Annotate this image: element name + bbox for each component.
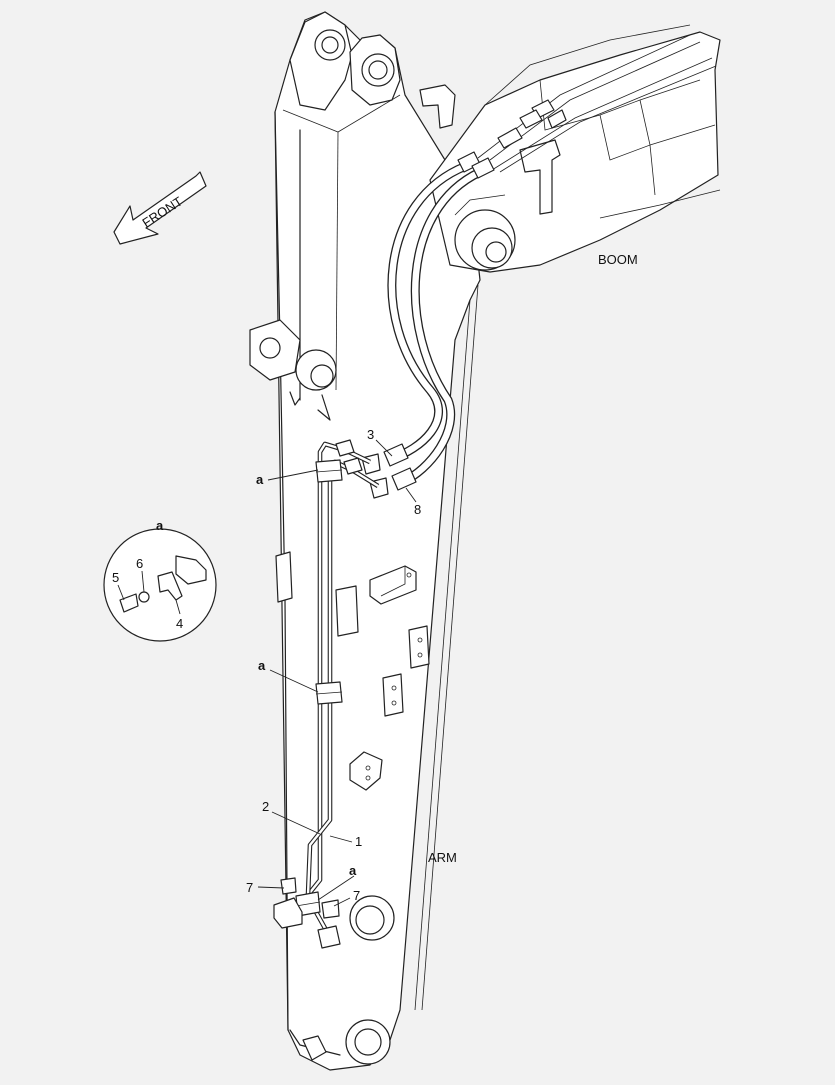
callout-8: 8 bbox=[414, 502, 421, 517]
callout-6: 6 bbox=[136, 556, 143, 571]
arm-label: ARM bbox=[428, 850, 457, 865]
arm-body bbox=[249, 11, 481, 1071]
callout-a-bottom: a bbox=[349, 863, 357, 878]
flexible-hoses bbox=[361, 34, 717, 499]
callouts: 3 8 a a 2 1 a 7 7 bbox=[246, 427, 421, 907]
callout-3: 3 bbox=[367, 427, 374, 442]
detail-a: a 5 6 4 bbox=[103, 518, 217, 642]
detail-a-title: a bbox=[156, 518, 164, 533]
front-arrow: FRONT bbox=[113, 171, 207, 245]
callout-7-left: 7 bbox=[246, 880, 253, 895]
callout-4: 4 bbox=[176, 616, 183, 631]
callout-1: 1 bbox=[355, 834, 362, 849]
callout-a-middle: a bbox=[258, 658, 266, 673]
boom bbox=[419, 24, 721, 273]
boom-label: BOOM bbox=[598, 252, 638, 267]
callout-7-right: 7 bbox=[353, 888, 360, 903]
callout-a-top: a bbox=[256, 472, 264, 487]
arm-pipes bbox=[273, 439, 380, 949]
callout-5: 5 bbox=[112, 570, 119, 585]
callout-2: 2 bbox=[262, 799, 269, 814]
